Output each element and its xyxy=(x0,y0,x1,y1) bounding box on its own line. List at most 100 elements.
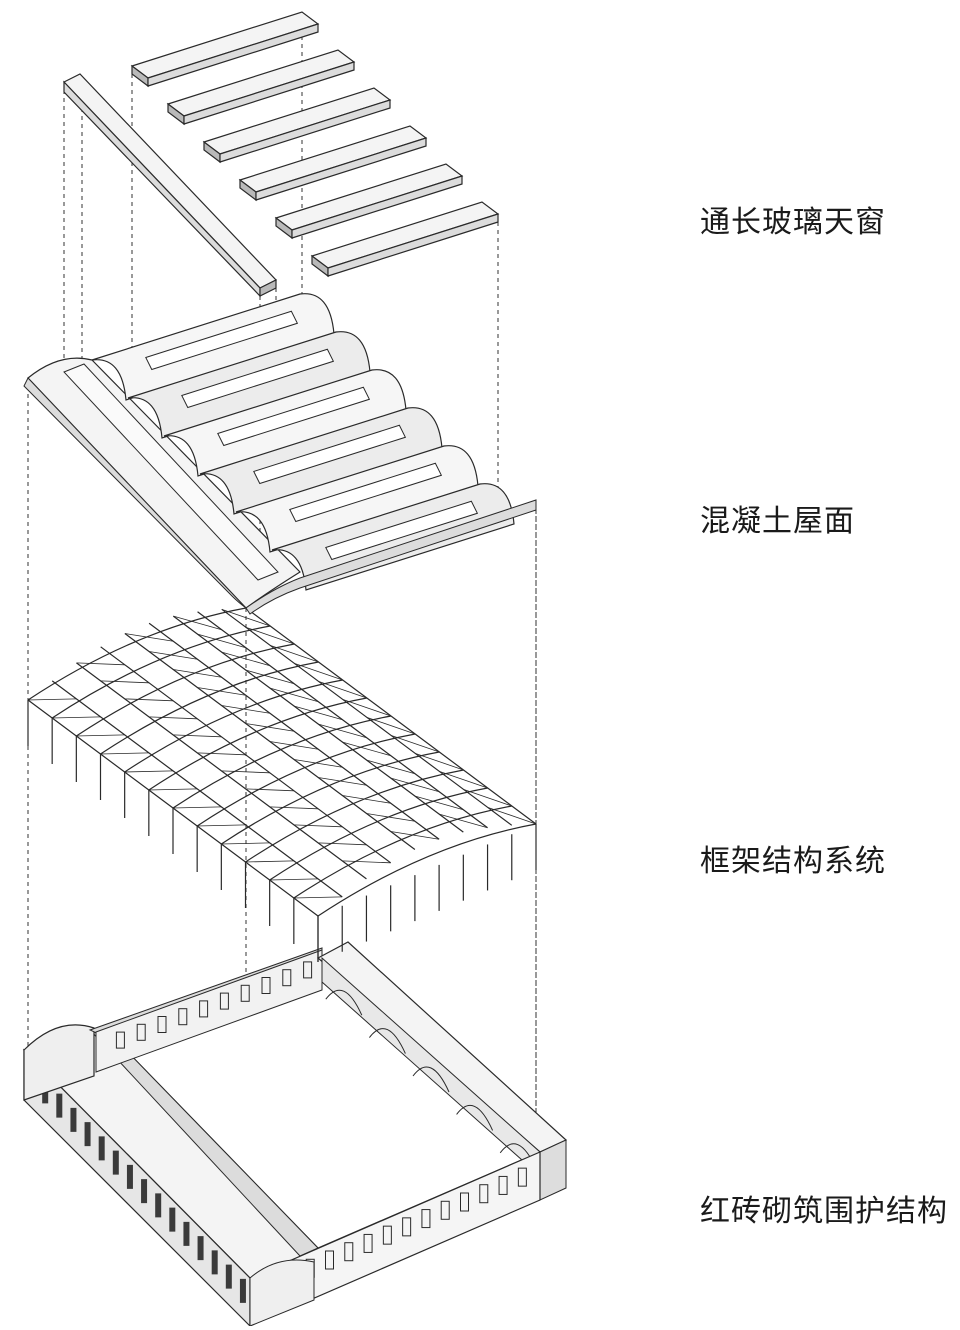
frame-truss-diagonal xyxy=(342,698,392,717)
left-wall-window xyxy=(126,1164,133,1189)
left-wall-window xyxy=(155,1193,162,1218)
front-wall-window xyxy=(325,1250,334,1270)
frame-arch-rib xyxy=(100,661,319,755)
frame-truss-diagonal xyxy=(294,662,343,681)
frame-truss-diagonal xyxy=(414,752,464,771)
back-wall-window xyxy=(261,977,271,994)
frame-truss-diagonal xyxy=(269,687,319,703)
frame-truss-diagonal xyxy=(366,813,416,822)
frame-truss-diagonal xyxy=(463,788,512,807)
frame-truss-diagonal xyxy=(148,716,198,720)
long-skylight-end xyxy=(259,279,277,297)
frame-truss-diagonal xyxy=(124,633,174,642)
frame-arch-rib xyxy=(196,733,416,827)
frame-arch-rib xyxy=(221,751,440,845)
vault-skylight-opening-2 xyxy=(181,348,335,409)
frame-truss-diagonal xyxy=(173,734,222,738)
frame-truss-diagonal xyxy=(221,651,271,667)
frame-truss-diagonal xyxy=(366,716,416,735)
back-wall-window xyxy=(157,1016,167,1033)
vault-skylight-opening-5 xyxy=(289,462,443,523)
frame-truss-diagonal xyxy=(390,734,440,753)
frame-truss-diagonal xyxy=(390,777,440,793)
back-wall-window xyxy=(136,1023,146,1041)
frame-truss-diagonal xyxy=(245,860,294,863)
front-wall-window xyxy=(363,1233,373,1253)
frame-arch-rib xyxy=(27,607,247,701)
left-wall-window xyxy=(225,1264,232,1289)
label-concrete-roof: 混凝土屋面 xyxy=(700,504,855,539)
frame-truss-diagonal xyxy=(342,795,391,804)
back-wall-window xyxy=(282,969,292,987)
short-skylight-4-side xyxy=(255,137,427,201)
frame-truss-diagonal xyxy=(293,759,343,768)
back-wall-window xyxy=(240,984,250,1002)
front-wall-window xyxy=(344,1242,354,1262)
skylight-layer xyxy=(63,11,500,298)
frame-truss-diagonal xyxy=(124,770,174,773)
frame-truss-diagonal xyxy=(294,705,343,721)
front-wall-window xyxy=(517,1167,527,1187)
frame-truss-diagonal xyxy=(100,680,150,684)
frame-arch-rib xyxy=(76,643,295,737)
vault-skylight-opening-4 xyxy=(253,424,407,485)
frame-truss-diagonal xyxy=(318,680,367,699)
left-wall-window xyxy=(197,1236,204,1261)
right-wall-arch xyxy=(412,1066,450,1093)
front-gable-end xyxy=(249,1259,315,1327)
frame-truss-diagonal xyxy=(197,687,246,696)
vault-skylight-opening-1 xyxy=(145,310,299,371)
frame-truss-diagonal xyxy=(269,806,319,810)
back-wall-face xyxy=(95,949,323,1073)
right-wall-arch xyxy=(325,989,363,1016)
frame-structure-layer xyxy=(27,607,537,962)
front-wall-window xyxy=(479,1184,489,1204)
left-wall-window xyxy=(56,1093,63,1118)
left-gable-end xyxy=(23,1024,95,1101)
frame-truss-diagonal xyxy=(76,662,125,666)
frame-truss-diagonal xyxy=(439,813,488,829)
front-wall-window xyxy=(382,1225,392,1245)
frame-truss-diagonal xyxy=(172,806,222,809)
frame-truss-diagonal xyxy=(197,633,246,649)
frame-arch-rib xyxy=(317,823,537,917)
left-wall-window xyxy=(70,1107,77,1132)
frame-truss-diagonal xyxy=(245,723,295,732)
label-frame-structure: 框架结构系统 xyxy=(700,844,886,879)
frame-arch-rib xyxy=(51,625,271,719)
frame-truss-diagonal xyxy=(269,644,319,663)
concrete-roof-layer xyxy=(23,293,537,615)
front-wall-window xyxy=(460,1192,469,1212)
frame-truss-diagonal xyxy=(318,723,367,739)
frame-arch-rib xyxy=(293,805,512,899)
frame-truss-diagonal xyxy=(318,777,367,786)
right-wall-arch xyxy=(456,1104,494,1131)
short-skylight-5-side xyxy=(291,175,463,239)
long-skylight-side xyxy=(63,80,261,298)
frame-truss-diagonal xyxy=(173,615,222,631)
frame-truss-diagonal xyxy=(269,878,319,881)
label-brick-enclosure: 红砖砌筑围护结构 xyxy=(700,1194,948,1229)
right-wall-arch xyxy=(369,1028,406,1054)
frame-truss-diagonal xyxy=(342,860,391,864)
brick-enclosure-layer xyxy=(22,941,568,1328)
frame-arch-rib xyxy=(245,769,464,863)
frame-truss-diagonal xyxy=(148,788,198,791)
label-skylight: 通长玻璃天窗 xyxy=(700,205,886,240)
frame-truss-diagonal xyxy=(100,752,149,755)
frame-truss-diagonal xyxy=(318,842,367,846)
back-wall-window xyxy=(178,1008,188,1026)
frame-truss-diagonal xyxy=(221,705,271,714)
front-wall-window xyxy=(498,1175,508,1195)
frame-truss-diagonal xyxy=(197,752,246,756)
vault-skylight-opening-6 xyxy=(325,500,479,561)
vault-skylight-opening-3 xyxy=(217,386,371,447)
left-wall-window xyxy=(169,1207,176,1232)
frame-arch-rib xyxy=(172,715,392,809)
frame-truss-diagonal xyxy=(124,698,174,702)
frame-arch-rib xyxy=(124,679,343,773)
frame-truss-diagonal xyxy=(221,770,270,774)
front-wall-window xyxy=(402,1217,412,1237)
